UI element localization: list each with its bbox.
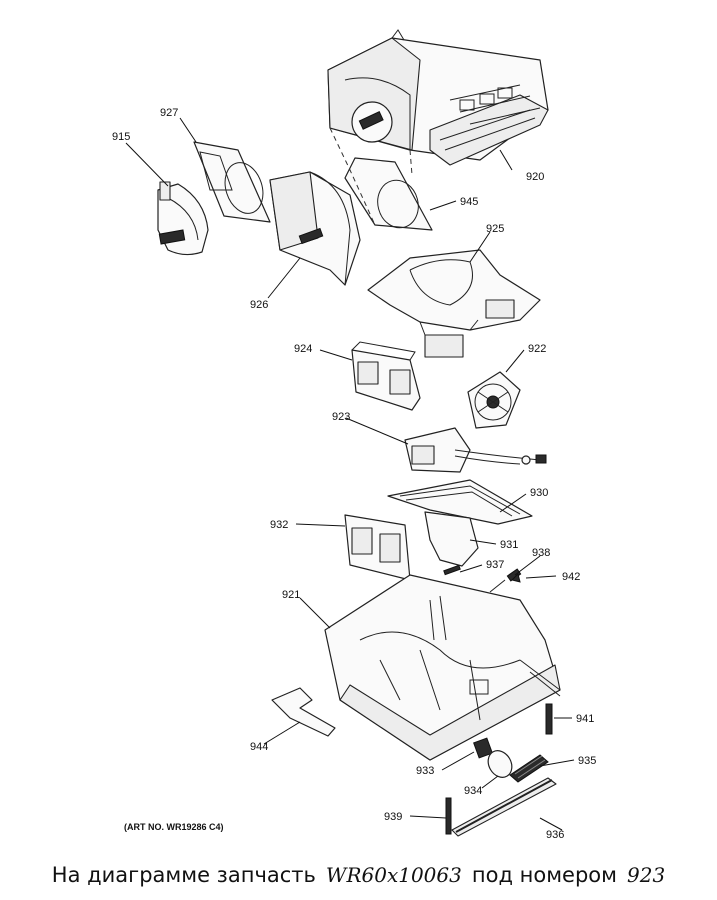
callout-921: 921 <box>282 589 300 601</box>
part-933-lamp-socket <box>473 737 493 759</box>
callout-936: 936 <box>546 829 564 841</box>
callout-923: 923 <box>332 411 350 423</box>
part-921-housing <box>324 574 561 761</box>
part-931-bracket <box>424 511 479 567</box>
callout-labels: 915 927 926 920 945 925 924 922 923 930 … <box>112 107 596 841</box>
callout-941: 941 <box>576 713 594 725</box>
part-937-clip <box>443 564 461 576</box>
part-930-heater <box>387 479 533 525</box>
exploded-parts-diagram: 915 927 926 920 945 925 924 922 923 930 … <box>112 29 596 841</box>
leader-lines <box>125 117 575 831</box>
callout-933: 933 <box>416 765 434 777</box>
part-923-damper-control <box>404 427 547 473</box>
callout-920: 920 <box>526 171 544 183</box>
part-941-tube <box>545 703 553 735</box>
callout-924: 924 <box>294 343 312 355</box>
part-934-bulb <box>487 750 513 778</box>
part-925-duct-tray <box>367 249 541 358</box>
art-number: (ART NO. WR19286 C4) <box>124 822 224 832</box>
part-932-screen <box>344 514 411 581</box>
part-922-fan <box>467 371 521 429</box>
callout-930: 930 <box>530 487 548 499</box>
callout-935: 935 <box>578 755 596 767</box>
caption-bar: На диаграмме запчасть WR60x10063 под ном… <box>0 852 717 898</box>
part-939-rod <box>445 797 452 835</box>
callout-927: 927 <box>160 107 178 119</box>
callout-931: 931 <box>500 539 518 551</box>
callout-945: 945 <box>460 196 478 208</box>
callout-922: 922 <box>528 343 546 355</box>
part-924-damper <box>351 341 421 411</box>
callout-932: 932 <box>270 519 288 531</box>
part-944-strip <box>271 687 336 737</box>
caption-part-number: WR60x10063 <box>325 863 462 887</box>
caption-middle: под номером <box>471 863 617 887</box>
part-915-fan-bracket <box>157 181 209 256</box>
part-926-duct <box>269 171 361 286</box>
part-927-gasket <box>193 141 271 223</box>
part-942-screw <box>489 573 521 593</box>
callout-939: 939 <box>384 811 402 823</box>
caption-position: 923 <box>627 863 666 887</box>
callout-925: 925 <box>486 223 504 235</box>
callout-915: 915 <box>112 131 130 143</box>
caption-prefix: На диаграмме запчасть <box>51 863 316 887</box>
callout-934: 934 <box>464 785 482 797</box>
callout-944: 944 <box>250 741 268 753</box>
callout-926: 926 <box>250 299 268 311</box>
part-936-trim <box>451 777 557 837</box>
callout-942: 942 <box>562 571 580 583</box>
callout-937: 937 <box>486 559 504 571</box>
part-920-dispenser-assembly <box>327 29 549 166</box>
part-945-insulation <box>329 127 433 231</box>
callout-938: 938 <box>532 547 550 559</box>
part-935-grille <box>509 754 549 783</box>
